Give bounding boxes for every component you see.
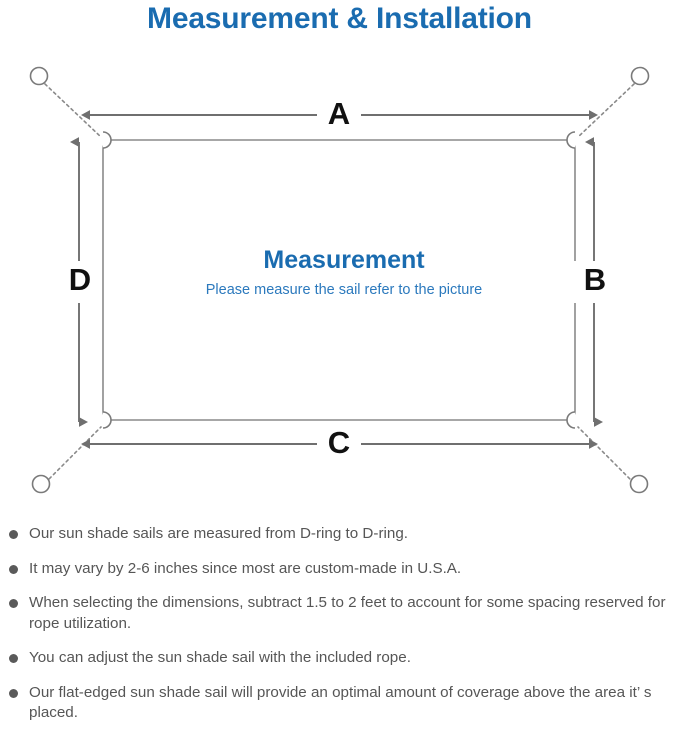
bullet-icon [9,530,18,539]
sail-rectangle [102,139,576,421]
note-text: Our sun shade sails are measured from D-… [29,525,408,542]
list-item: Our flat-edged sun shade sail will provi… [0,683,679,724]
dimension-label-b: B [573,261,617,303]
anchor-ring-bottom-left [31,474,51,494]
anchor-rings [29,66,650,494]
diagram-center-heading: Measurement [263,246,425,274]
list-item: It may vary by 2-6 inches since most are… [0,559,679,580]
dimension-label-a: A [317,96,361,136]
bullet-icon [9,564,18,574]
diagram-center-subheading: Please measure the sail refer to the pic… [206,282,482,298]
d-ring-top-left [102,131,112,149]
bullet-icon [9,654,18,663]
dimension-label-b-text: B [584,262,606,297]
dimension-label-a-text: A [328,96,350,131]
notes-list: Our sun shade sails are measured from D-… [0,524,679,724]
list-item: Our sun shade sails are measured from D-… [0,524,679,545]
d-ring-bottom-left [102,411,112,429]
dimension-label-d: D [58,261,102,303]
dimension-label-c-text: C [328,425,350,460]
rope-bottom-left [44,426,102,484]
dimension-label-c: C [317,425,361,465]
measurement-diagram-svg: A C D B Measurement Please measure the s… [29,66,650,494]
bullet-icon [9,688,18,698]
anchor-ring-top-left [29,66,49,86]
anchor-ring-bottom-right [629,474,649,494]
d-ring-bottom-right [566,411,576,429]
anchor-ring-top-right [630,66,650,86]
d-rings [102,131,576,429]
note-text: It may vary by 2-6 inches since most are… [29,559,462,577]
measurement-diagram: A C D B Measurement Please measure the s… [0,44,679,516]
note-text: You can adjust the sun shade sail with t… [29,649,411,666]
rope-top-left [44,83,102,138]
bullet-icon [9,599,18,608]
page-title: Measurement & Installation [147,2,532,35]
dimension-label-d-text: D [69,262,91,297]
note-text: Our flat-edged sun shade sail will provi… [29,683,652,722]
list-item: When selecting the dimensions, subtract … [0,593,679,634]
d-ring-top-right [566,131,576,149]
rope-top-right [577,83,635,138]
rope-bottom-right [577,426,635,484]
rope-lines [44,83,635,484]
note-text: When selecting the dimensions, subtract … [29,594,666,632]
list-item: You can adjust the sun shade sail with t… [0,648,679,669]
